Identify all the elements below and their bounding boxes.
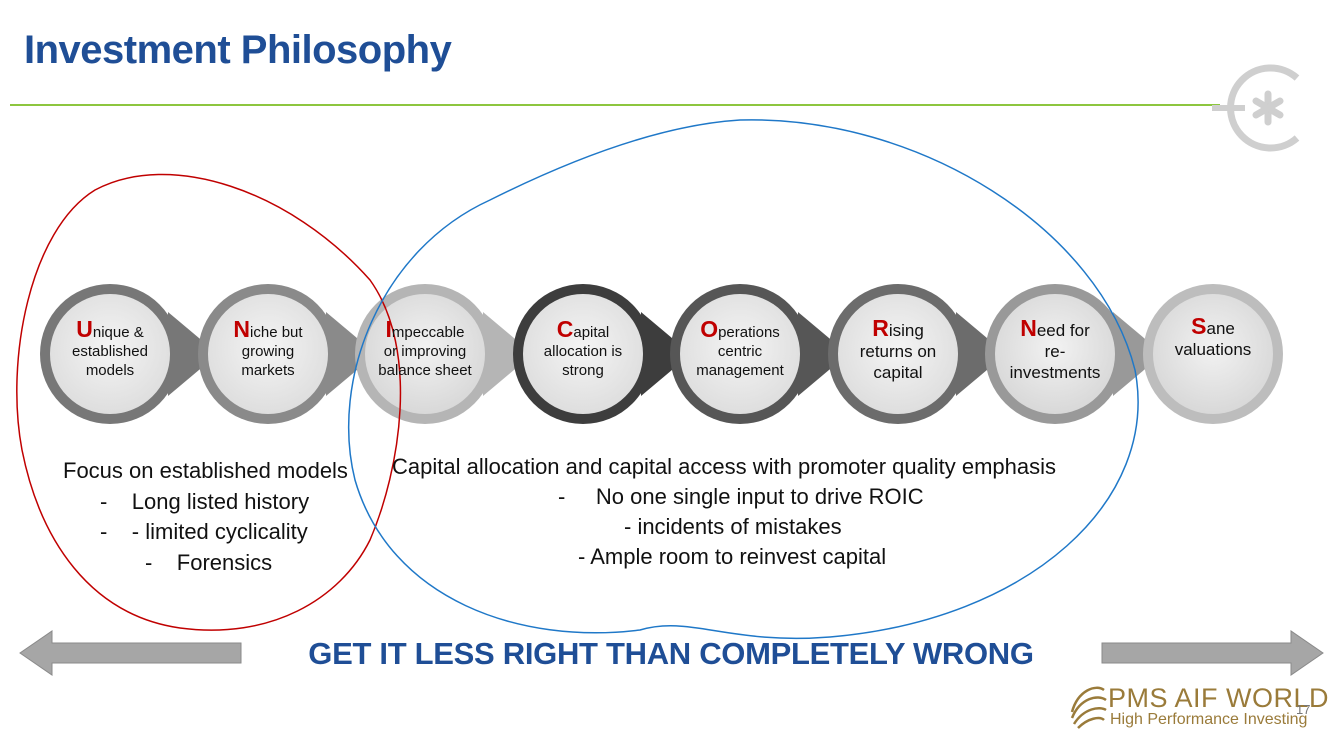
step-label-rising: Rising returns on capital	[859, 315, 937, 383]
step-label-operations: Operations centric management	[696, 316, 784, 380]
leaf-logo-icon	[1070, 686, 1107, 729]
logo-name: PMS AIF WORLD	[1108, 683, 1330, 713]
right-note-item-1: - No one single input to drive ROIC	[558, 484, 924, 509]
step-label-impeccable: Impeccable or improving balance sheet	[378, 316, 472, 380]
right-note-item-3: - Ample room to reinvest capital	[578, 544, 887, 569]
red-cluster-outline	[16, 173, 402, 631]
left-note-item-1: - Long listed history	[100, 489, 310, 514]
logo-subtitle: High Performance Investing	[1110, 711, 1308, 728]
right-arrow-icon	[1101, 630, 1324, 676]
step-circle-8	[1143, 284, 1283, 424]
step-chevron-1	[40, 284, 218, 424]
tagline: GET IT LESS RIGHT THAN COMPLETELY WRONG	[308, 636, 1034, 671]
left-note-heading: Focus on established models	[63, 458, 348, 483]
step-label-niche: Niche but growing markets	[233, 316, 303, 380]
step-chevron-6	[828, 284, 1006, 424]
step-chevron-7	[985, 284, 1163, 424]
step-chevron-4	[513, 284, 691, 424]
step-chevron-2	[198, 284, 376, 424]
page-number: 17	[1296, 702, 1311, 717]
left-arrow-icon	[19, 630, 242, 676]
step-chevron-5	[670, 284, 848, 424]
corner-asterisk-icon	[1212, 64, 1300, 152]
step-label-capital: Capital allocation is strong	[543, 316, 623, 380]
step-label-need: Need for re- investments	[1009, 315, 1101, 383]
right-note-heading: Capital allocation and capital access wi…	[392, 454, 1057, 479]
right-note-item-2: - incidents of mistakes	[624, 514, 842, 539]
title-divider	[10, 104, 1220, 106]
step-label-sane: Sane valuations	[1174, 313, 1252, 360]
blue-cluster-outline	[348, 119, 1139, 640]
left-note-item-2: - - limited cyclicality	[100, 519, 308, 544]
left-note-item-3: - Forensics	[145, 550, 273, 575]
step-label-unique: Unique & established models	[72, 316, 148, 380]
page-title: Investment Philosophy	[24, 28, 452, 72]
